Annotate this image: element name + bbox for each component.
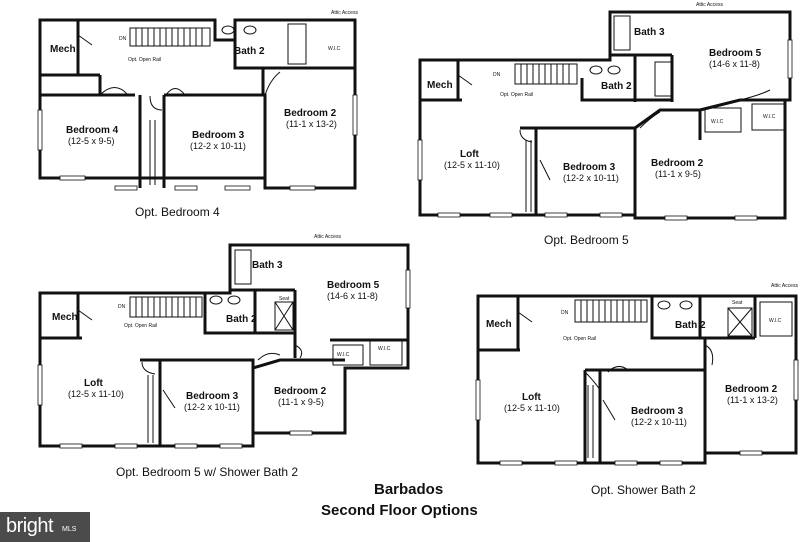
- attic-access-label: Attic Access: [696, 2, 723, 8]
- bathtub: [654, 61, 673, 97]
- door-swings: [517, 311, 714, 421]
- wic-label: W.I.C: [337, 352, 350, 358]
- bedroom-3-dimensions: (12-2 x 10-11): [563, 173, 619, 183]
- wic-label-2: W.I.C: [763, 114, 776, 120]
- mech-label: Mech: [486, 319, 512, 330]
- bath-2-label: Bath 2: [675, 320, 706, 331]
- sheet-title-line-2: Second Floor Options: [321, 502, 478, 519]
- mech-label: Mech: [50, 44, 76, 55]
- seat-label: Seat: [279, 296, 290, 302]
- interior-walls: [40, 245, 408, 446]
- windows: [475, 359, 799, 466]
- door-swings: [77, 34, 281, 111]
- attic-access-label: Attic Access: [331, 10, 358, 16]
- bedroom-3-dimensions: (12-2 x 10-11): [184, 402, 240, 412]
- open-rail-label: Opt. Open Rail: [563, 336, 596, 342]
- bedroom-2-dimensions: (11-1 x 9-5): [278, 397, 324, 407]
- exterior-wall: [418, 10, 792, 220]
- bedroom-2-name: Bedroom 2: [274, 386, 327, 397]
- down-label: DN: [118, 304, 126, 310]
- staircase: [574, 299, 648, 323]
- shower: [727, 307, 753, 337]
- plan-caption: Opt. Bedroom 5: [544, 233, 629, 247]
- attic-access-label: Attic Access: [771, 283, 798, 289]
- interior-walls: [478, 296, 757, 463]
- plan-caption: Opt. Bedroom 4: [135, 205, 220, 219]
- open-rail-label: Opt. Open Rail: [128, 57, 161, 63]
- staircase: [129, 296, 203, 318]
- down-label: DN: [493, 72, 501, 78]
- windows: [37, 269, 411, 449]
- wic-label: W.I.C: [769, 318, 782, 324]
- bedroom-5-dimensions: (14-6 x 11-8): [709, 59, 760, 69]
- bedroom-2-name: Bedroom 2: [284, 108, 337, 119]
- bedroom-4-dimensions: (12-5 x 9-5): [68, 136, 115, 146]
- bedroom-2-dimensions: (11-1 x 13-2): [286, 119, 337, 129]
- plan-opt-bedroom-4: Mech DN Opt. Open Rail Bath 2 W.I.C Atti…: [37, 10, 358, 219]
- bedroom-3-name: Bedroom 3: [186, 391, 239, 402]
- loft-dimensions: (12-5 x 11-10): [444, 160, 500, 170]
- bedroom-5-name: Bedroom 5: [709, 48, 762, 59]
- wic-label-2: W.I.C: [378, 346, 391, 352]
- loft-name: Loft: [84, 378, 104, 389]
- open-rail-label: Opt. Open Rail: [500, 92, 533, 98]
- bath-3-label: Bath 3: [252, 260, 283, 271]
- mech-label: Mech: [427, 80, 453, 91]
- bedroom-2-dimensions: (11-1 x 9-5): [655, 169, 701, 179]
- bathtub: [287, 23, 307, 65]
- down-label: DN: [561, 310, 569, 316]
- plan-opt-shower-bath-2: Mech DN Opt. Open Rail Bath 2 Seat W.I.C…: [475, 283, 799, 497]
- bedroom-2-name: Bedroom 2: [725, 384, 778, 395]
- bedroom-5-dimensions: (14-6 x 11-8): [327, 291, 378, 301]
- windows: [417, 39, 793, 221]
- bedroom-5-name: Bedroom 5: [327, 280, 380, 291]
- bath-2-label: Bath 2: [226, 314, 257, 325]
- door-swings: [77, 309, 303, 409]
- loft-name: Loft: [460, 149, 480, 160]
- mech-label: Mech: [52, 312, 78, 323]
- shower: [274, 301, 294, 331]
- bathtub: [613, 15, 631, 51]
- interior-walls: [420, 12, 790, 215]
- plan-caption: Opt. Shower Bath 2: [591, 483, 696, 497]
- windows: [37, 94, 358, 191]
- loft-dimensions: (12-5 x 11-10): [504, 403, 560, 413]
- bath-3-label: Bath 3: [634, 27, 665, 38]
- bedroom-2-name: Bedroom 2: [651, 158, 704, 169]
- attic-access-label: Attic Access: [314, 234, 341, 240]
- bedroom-4-name: Bedroom 4: [66, 125, 119, 136]
- door-swings: [457, 74, 771, 181]
- bedroom-3-dimensions: (12-2 x 10-11): [631, 417, 687, 427]
- wic-label: W.I.C: [328, 46, 341, 52]
- open-rail-label: Opt. Open Rail: [124, 323, 157, 329]
- loft-dimensions: (12-5 x 11-10): [68, 389, 124, 399]
- staircase: [514, 63, 578, 85]
- bedroom-3-name: Bedroom 3: [192, 130, 245, 141]
- staircase: [129, 27, 211, 47]
- exterior-wall: [38, 18, 357, 190]
- loft-name: Loft: [522, 392, 542, 403]
- bedroom-3-name: Bedroom 3: [563, 162, 616, 173]
- interior-walls: [40, 20, 355, 188]
- plan-caption: Opt. Bedroom 5 w/ Shower Bath 2: [116, 465, 298, 479]
- sheet-title-line-1: Barbados: [374, 481, 443, 498]
- down-label: DN: [119, 36, 127, 42]
- seat-label: Seat: [732, 300, 743, 306]
- brightmls-logo: bright MLS: [0, 512, 90, 542]
- brand-text: bright: [6, 515, 54, 537]
- bedroom-2-dimensions: (11-1 x 13-2): [727, 395, 778, 405]
- bedroom-3-name: Bedroom 3: [631, 406, 684, 417]
- plan-opt-bedroom-5: Mech DN Opt. Open Rail Bath 3 Bath 2 W.I…: [417, 2, 793, 247]
- bedroom-3-dimensions: (12-2 x 10-11): [190, 141, 246, 151]
- exterior-wall: [476, 294, 798, 465]
- brand-suffix: MLS: [62, 526, 77, 533]
- bath-2-label: Bath 2: [234, 46, 265, 57]
- bath-2-label: Bath 2: [601, 81, 632, 92]
- bathtub: [234, 249, 252, 285]
- plan-opt-bedroom-5-shower-bath-2: Mech DN Opt. Open Rail Bath 3 Bath 2 Sea…: [37, 234, 411, 479]
- wic-label: W.I.C: [711, 119, 724, 125]
